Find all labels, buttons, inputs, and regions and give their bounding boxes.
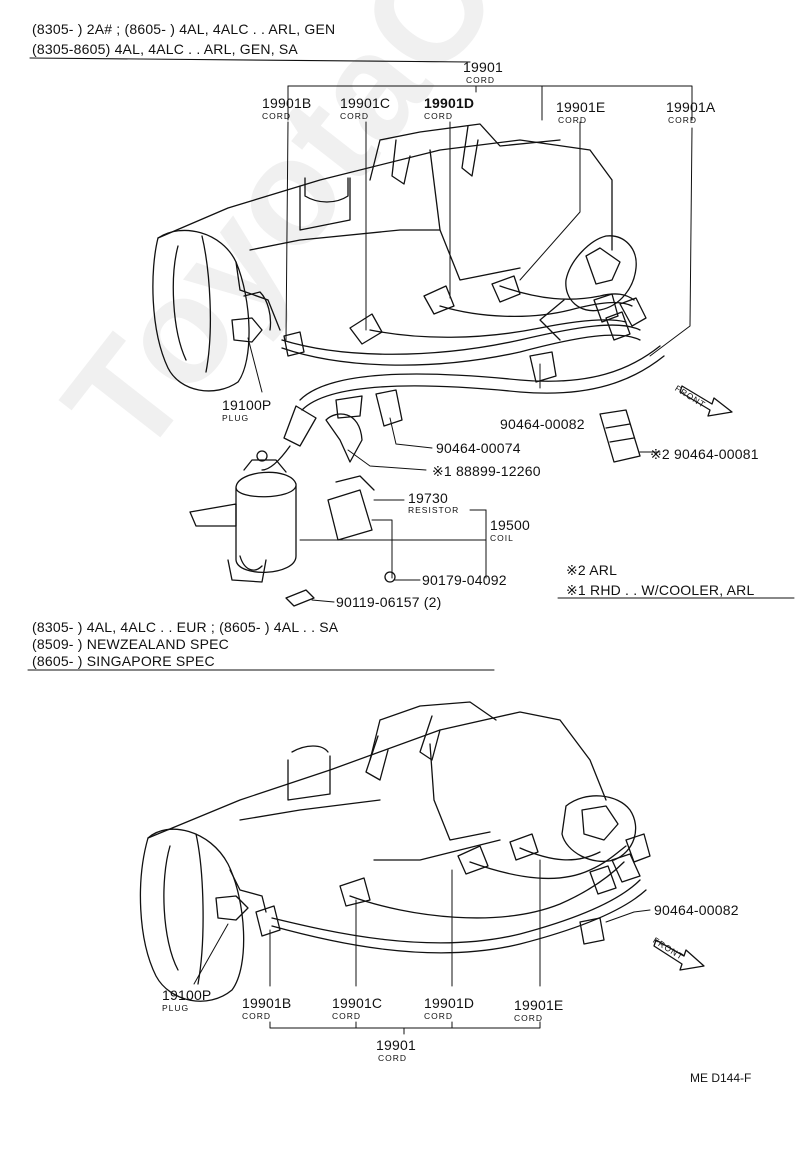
top-cord-set-number: 19901 [463, 59, 503, 75]
bottom-cord-b-sub: CORD [242, 1011, 272, 1021]
bottom-leader-lines [193, 859, 651, 1035]
bottom-cord-b: 19901B [242, 995, 292, 1011]
top-clamp-74: 90464-00074 [436, 440, 521, 456]
top-cord-set-sub: CORD [466, 75, 496, 85]
top-plug-sub: PLUG [222, 413, 250, 423]
top-coil-sub: COIL [490, 533, 514, 543]
bottom-header-line-3: (8605- ) SINGAPORE SPEC [32, 653, 215, 669]
top-coil-number: 19500 [490, 517, 530, 533]
bottom-cord-set-number: 19901 [376, 1037, 416, 1053]
top-bracket: ※1 88899-12260 [432, 463, 541, 479]
top-coil-assembly [189, 351, 641, 607]
top-cord-b-sub: CORD [262, 111, 292, 121]
bottom-cord-d: 19901D [424, 995, 475, 1011]
note-2: ※2 ARL [566, 562, 618, 578]
bottom-header-line-2: (8509- ) NEWZEALAND SPEC [32, 636, 229, 652]
top-header-line-1: (8305- ) 2A# ; (8605- ) 4AL, 4ALC . . AR… [32, 21, 336, 37]
top-resistor-number: 19730 [408, 490, 448, 506]
header-rules [27, 57, 495, 671]
bottom-cord-c-sub: CORD [332, 1011, 362, 1021]
top-nut: 90179-04092 [422, 572, 507, 588]
top-clamp-81: ※2 90464-00081 [650, 446, 759, 462]
top-clamp-82: 90464-00082 [500, 416, 585, 432]
top-cord-b: 19901B [262, 95, 312, 111]
top-engine-block [152, 123, 637, 392]
top-cord-a-sub: CORD [668, 115, 698, 125]
top-resistor-sub: RESISTOR [408, 505, 460, 515]
top-leader-lines [247, 85, 795, 603]
top-cord-d-sub: CORD [424, 111, 454, 121]
bottom-plug-sub: PLUG [162, 1003, 190, 1013]
top-header-line-2: (8305-8605) 4AL, 4ALC . . ARL, GEN, SA [32, 41, 298, 57]
bottom-cord-set-sub: CORD [378, 1053, 408, 1063]
top-cord-c-sub: CORD [340, 111, 370, 121]
note-1: ※1 RHD . . W/COOLER, ARL [566, 582, 755, 598]
bottom-plug-number: 19100P [162, 987, 212, 1003]
top-plug-number: 19100P [222, 397, 272, 413]
top-cord-e: 19901E [556, 99, 606, 115]
bottom-cords [215, 833, 651, 954]
bottom-cord-e-sub: CORD [514, 1013, 544, 1023]
bottom-engine-block [139, 701, 637, 1002]
figure-code: ME D144-F [690, 1071, 752, 1085]
bottom-header-line-1: (8305- ) 4AL, 4ALC . . EUR ; (8605- ) 4A… [32, 619, 339, 635]
bottom-clamp-82: 90464-00082 [654, 902, 739, 918]
top-cord-d: 19901D [424, 95, 475, 111]
top-cord-c: 19901C [340, 95, 391, 111]
top-cord-a: 19901A [666, 99, 716, 115]
bottom-cord-d-sub: CORD [424, 1011, 454, 1021]
top-cords [231, 275, 665, 471]
top-front-arrow [679, 385, 733, 417]
bottom-front-arrow [653, 939, 705, 971]
top-bolt: 90119-06157 (2) [336, 594, 442, 610]
bottom-cord-e: 19901E [514, 997, 564, 1013]
top-cord-e-sub: CORD [558, 115, 588, 125]
bottom-cord-c: 19901C [332, 995, 383, 1011]
